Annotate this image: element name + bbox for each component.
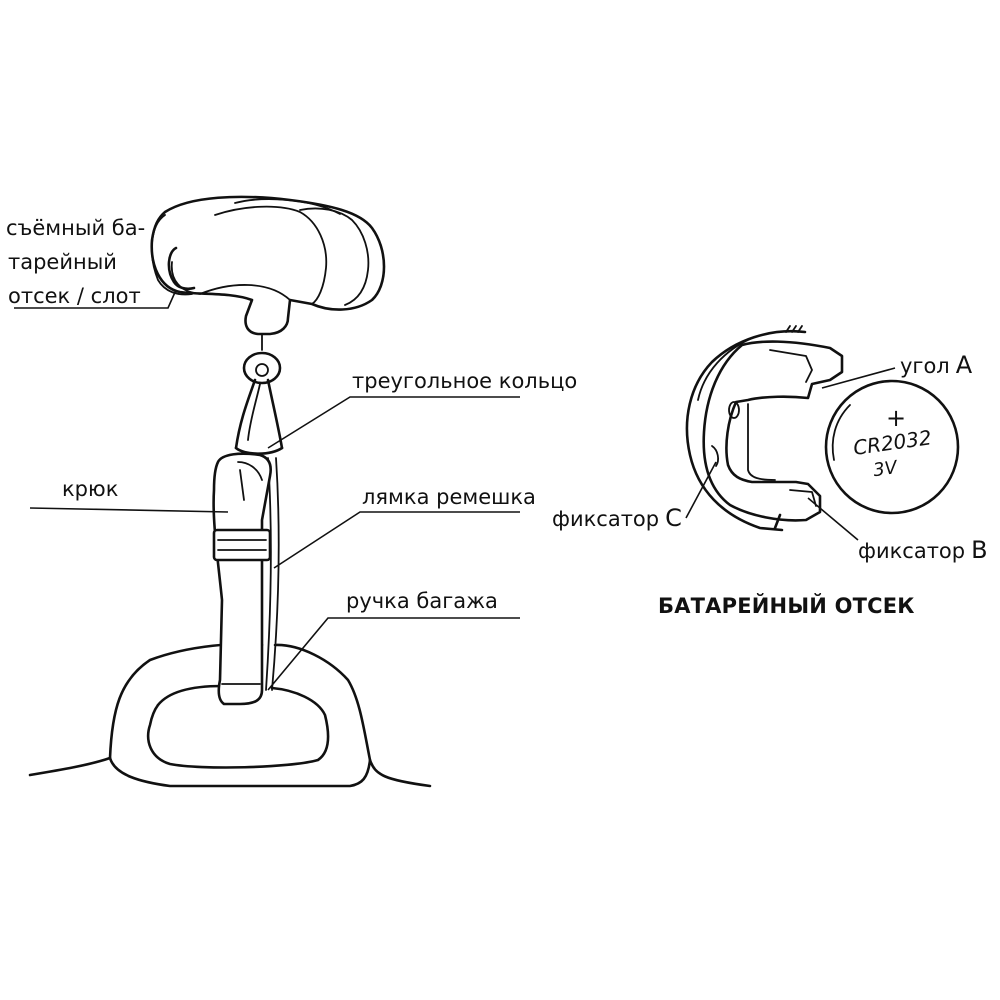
battery-cr2032: + CR2032 3V (824, 379, 960, 515)
triangle-ring (234, 333, 284, 455)
strap-label: лямка ремешка (362, 485, 536, 509)
battery-model: CR2032 (852, 425, 933, 460)
hook-label: крюк (62, 477, 119, 501)
leader-latch-b (807, 497, 859, 541)
triangle-ring-label: треугольное кольцо (352, 369, 578, 393)
latch-c-letter: C (665, 504, 682, 532)
leader-strap (273, 511, 520, 569)
battery-compartment-title: БАТАРЕЙНЫЙ ОТСЕК (658, 594, 915, 618)
leader-latch-c (685, 461, 717, 519)
latch-c-text: фиксатор (552, 507, 660, 531)
leader-corner-a (821, 367, 896, 389)
corner-a-letter: A (955, 351, 973, 379)
hook (212, 452, 272, 706)
battery-compartment (685, 325, 844, 532)
leader-hook (29, 507, 229, 513)
battery-voltage: 3V (872, 457, 900, 481)
leader-battery-slot (14, 289, 177, 309)
battery-slot-label-line3: отсек / слот (8, 284, 141, 308)
luggage-handle-label: ручка багажа (346, 589, 498, 613)
latch-b-letter: B (971, 536, 988, 564)
scale-body (150, 195, 386, 336)
leader-luggage-handle (267, 617, 520, 691)
battery-slot-label-line2: тарейный (8, 250, 117, 274)
latch-b-text: фиксатор (858, 539, 966, 563)
corner-a-text: угол (900, 354, 950, 378)
battery-slot-label-line1: съёмный ба- (6, 216, 146, 240)
leader-triangle-ring (267, 396, 520, 449)
battery-plus: + (886, 404, 906, 432)
